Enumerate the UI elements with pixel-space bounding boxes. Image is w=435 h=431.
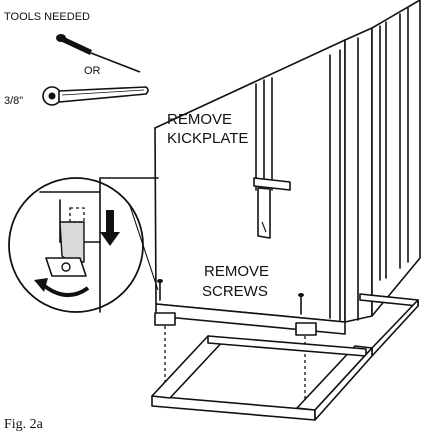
remove-screws-line2: SCREWS [202, 283, 268, 300]
cabinet-handle [253, 77, 291, 239]
screw-left-icon [157, 279, 163, 301]
remove-kickplate-line2: KICKPLATE [167, 130, 248, 147]
cabinet [154, 0, 421, 412]
remove-screws-line1: REMOVE [204, 263, 269, 280]
screw-right-icon [298, 293, 304, 315]
rotate-arrow-icon [40, 282, 90, 297]
tools-needed-label: TOOLS NEEDED [4, 11, 90, 23]
down-arrow-icon [100, 210, 120, 246]
figure-caption: Fig. 2a [4, 417, 44, 431]
or-label: OR [84, 65, 101, 77]
remove-kickplate-line1: REMOVE [167, 111, 232, 128]
tools-group: TOOLS NEEDED OR 3/8" [4, 11, 149, 107]
foot-left [154, 312, 176, 326]
base-frame [151, 293, 419, 421]
wrench-size-label: 3/8" [4, 95, 23, 107]
detail-inset [8, 177, 159, 313]
foot-right [295, 322, 317, 336]
screwdriver-icon [56, 34, 141, 73]
ratchet-wrench-icon [42, 86, 149, 106]
